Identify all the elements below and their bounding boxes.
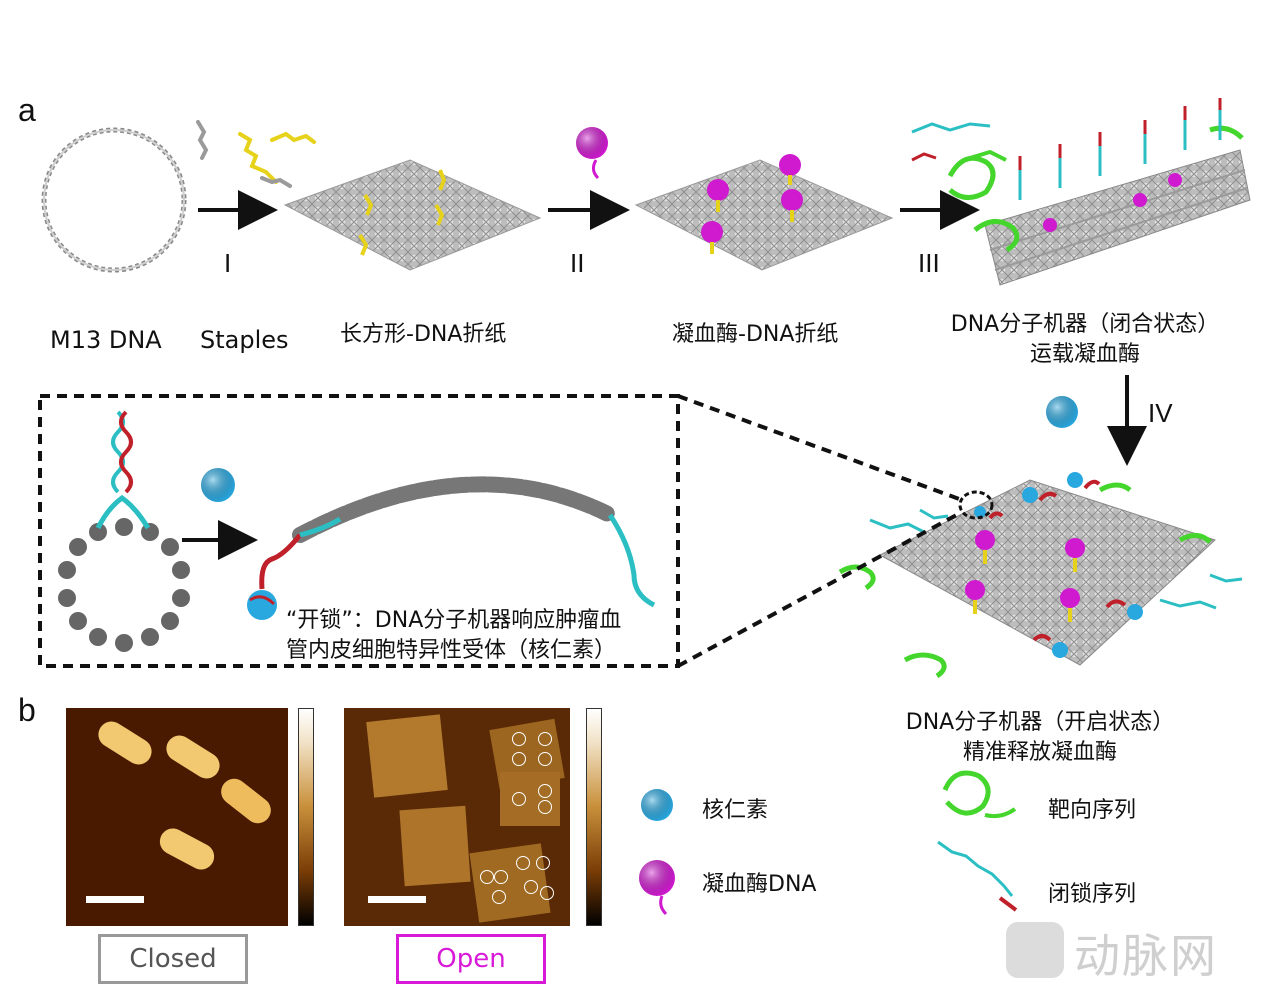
- m13-dna-circle: [41, 127, 187, 273]
- thrombin-origami: [634, 154, 894, 271]
- closed-state-label: Closed: [98, 934, 248, 984]
- staples-label: Staples: [200, 326, 289, 354]
- thrombin-molecule: [576, 127, 608, 180]
- open-machine-label-1: DNA分子机器（开启状态）: [905, 710, 1175, 735]
- thrombin-origami-label: 凝血酶-DNA折纸: [672, 322, 839, 347]
- step-label-2: II: [570, 248, 585, 278]
- legend-locking-seq: 闭锁序列: [1048, 882, 1137, 907]
- open-dna-machine: [838, 472, 1243, 679]
- colorbar-open: [586, 708, 602, 926]
- zoom-callout-lines: [677, 394, 963, 668]
- unlock-inset-frame: [38, 394, 680, 668]
- legend-thrombin-dna: 凝血酶DNA: [702, 872, 817, 897]
- m13-dna-label: M13 DNA: [50, 326, 162, 354]
- afm-closed-image: [66, 708, 288, 926]
- closed-machine-label-2: 运载凝血酶: [1029, 342, 1140, 367]
- inset-closed-loop: [58, 410, 190, 652]
- closed-machine-label-1: DNA分子机器（闭合状态）: [950, 312, 1220, 337]
- staples-strands: [196, 120, 316, 188]
- panel-a-letter: a: [18, 92, 36, 128]
- legend-icons: [639, 770, 1018, 916]
- colorbar-closed: [298, 708, 314, 926]
- closed-machine-floating-strands: [911, 122, 1007, 200]
- open-machine-label-2: 精准释放凝血酶: [962, 740, 1117, 765]
- closed-dna-machine: [973, 98, 1251, 286]
- rectangular-origami: [283, 159, 542, 271]
- scale-bar-closed: [86, 896, 144, 903]
- rect-origami-label: 长方形-DNA折纸: [340, 322, 507, 347]
- unlock-text-2: 管内皮细胞特异性受体（核仁素）: [286, 638, 617, 663]
- open-state-label: Open: [396, 934, 546, 984]
- nucleolin-molecule-step4: [1046, 396, 1078, 428]
- inset-nucleolin-molecule: [201, 468, 235, 502]
- scale-bar-open: [368, 896, 426, 903]
- step-label-1: I: [224, 248, 232, 278]
- legend-nucleolin: 核仁素: [702, 798, 769, 823]
- legend-targeting-seq: 靶向序列: [1048, 798, 1137, 823]
- afm-open-image: [344, 708, 570, 926]
- unlock-text-1: “开锁”：DNA分子机器响应肿瘤血: [286, 608, 622, 633]
- panel-b-letter: b: [18, 692, 36, 728]
- inset-open-strand: [247, 476, 656, 620]
- step-label-3: III: [918, 248, 940, 278]
- step-label-4: IV: [1148, 398, 1173, 428]
- watermark-logo-icon: [1006, 922, 1064, 978]
- watermark-text: 动脉网: [1074, 929, 1218, 983]
